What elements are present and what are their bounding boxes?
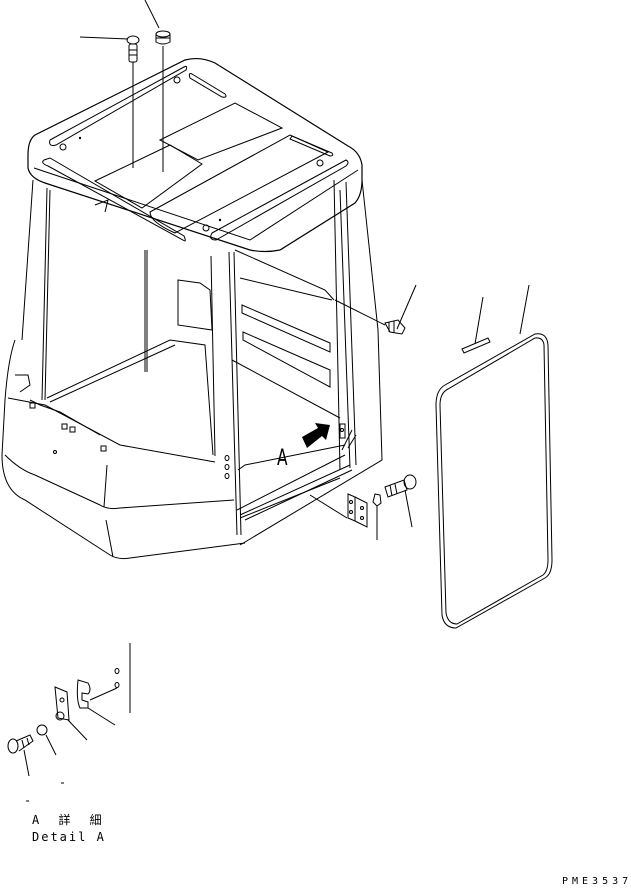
window-glass-icon: [435, 284, 553, 629]
washer-icon: [372, 493, 382, 540]
roof-bolt-leader: [79, 36, 129, 40]
detail-caption-japanese: A 詳 細: [32, 813, 108, 827]
detail-caption-english: Detail A: [32, 830, 106, 844]
view-marker-label: A: [277, 446, 288, 471]
cab-roof: [27, 57, 363, 253]
roof-bolt-icon: [126, 35, 140, 168]
view-arrow-icon: [302, 423, 330, 448]
drawing-code: PME3537: [562, 876, 631, 887]
detail-lock-washer-icon: [36, 724, 57, 756]
hinge-plate-icon: [239, 477, 368, 528]
roof-plug-icon: [155, 30, 171, 172]
cab-frame: [1, 179, 383, 560]
detail-bolt-icon: [7, 734, 34, 777]
detail-a: [7, 643, 131, 802]
seal-strip-icon: [461, 296, 491, 354]
side-bolt-icon: [334, 284, 417, 335]
hinge-bolt-icon: [384, 474, 417, 528]
roof-plug-leader: [144, 0, 160, 29]
